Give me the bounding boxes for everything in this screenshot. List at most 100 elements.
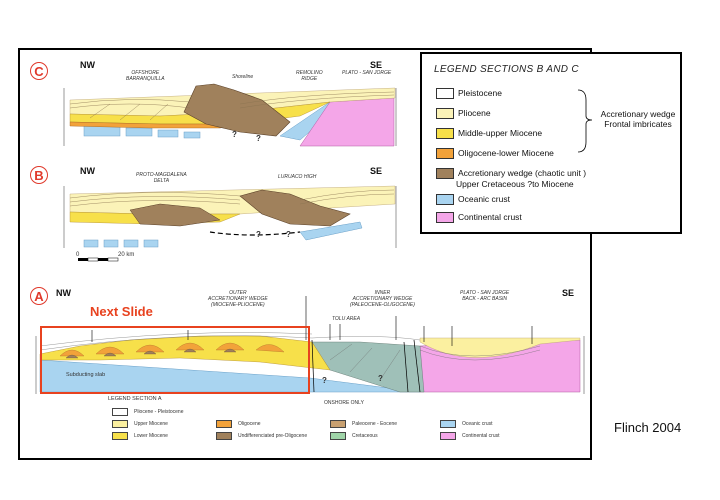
legend-swatch [112,432,128,440]
section-c-label-plato: PLATO - SAN JORGE [342,70,392,76]
legend-swatch [330,420,346,428]
section-c-question-2: ? [256,134,261,143]
section-b-horizons [69,189,395,207]
legend-label: Undifferenciated pre-Oligocene [238,433,308,439]
section-a-drawing [35,296,585,394]
section-c-label-shoreline: Shoreline [232,74,254,80]
legend-brace-label: Accretionary wedge Frontal imbricates [600,109,676,129]
section-a-label-plato: PLATO - SAN JORGE BACK - ARC BASIN [460,290,510,302]
section-a-label-inner-wedge: INNER ACCRETIONARY WEDGE (PALEOCENE-OLIG… [350,290,415,308]
legend-label: Pliocene [458,108,491,118]
section-b-question-2: ? [286,230,291,239]
legend-label: Lower Miocene [134,433,168,439]
legend-label: Oligocene-lower Miocene [458,148,554,158]
section-a-label-outer-wedge: OUTER ACCRETIONARY WEDGE (MIOCENE-PLIOCE… [208,290,268,308]
section-b-scale-end: 20 km [118,252,135,258]
next-slide-label: Next Slide [90,304,153,319]
section-b-nw-label: NW [80,166,95,176]
section-c-question-1: ? [232,130,237,139]
legend-swatch [436,193,454,205]
legend-bc-item: Accretionary wedge (chaotic unit ) [436,166,586,180]
legend-swatch [436,211,454,223]
section-a-pre-oligocene [65,348,237,359]
legend-swatch [440,432,456,440]
legend-swatch [436,167,454,179]
section-c-label-remolino: REMOLINO RIDGE [296,70,323,82]
legend-a-item: Oceanic crust [440,420,493,428]
section-a-slab-label: Subducting slab [66,372,106,378]
section-b-se-label: SE [370,166,383,176]
legend-label: Paleocene - Eocene [352,421,398,427]
legend-label: Oceanic crust [462,421,493,427]
section-a-faults [311,339,421,393]
section-b-wedge-left [129,203,221,227]
legend-bc-item: Pleistocene [436,86,502,100]
legend-a-title: LEGEND SECTION A [108,396,162,402]
legend-section-a: LEGEND SECTION A ONSHORE ONLY Pliocene -… [100,396,520,452]
legend-label: Oceanic crust [458,194,510,204]
section-b-detachment [209,231,301,236]
legend-a-item: Pliocene - Pleistocene [112,408,183,416]
legend-bc-item: Continental crust [436,210,522,224]
legend-swatch [330,432,346,440]
section-a-label-tolu: TOLU AREA [332,316,361,322]
legend-label: Continental crust [458,212,522,222]
legend-a-onshore: ONSHORE ONLY [324,400,364,406]
section-c-oligocene [69,121,241,129]
legend-a-item: Oligocene [216,420,261,428]
legend-swatch [112,420,128,428]
legend-swatch [436,147,454,159]
section-b-drawing [63,185,397,262]
legend-swatch [112,408,128,416]
legend-swatch [436,107,454,119]
section-c-marker: C [30,62,48,80]
section-a-question-2: ? [378,374,383,383]
legend-label: Cretaceous [352,433,378,439]
section-c-nw-label: NW [80,60,95,70]
legend-label: Pliocene - Pleistocene [134,409,184,415]
legend-swatch [216,420,232,428]
legend-a-item: Upper Miocene [112,420,168,428]
section-c-depth-axis [63,88,397,146]
section-b-scale-bar [78,257,119,262]
section-b-oceanic-crust [83,221,363,248]
section-b-luruaco-wedge [239,189,351,227]
section-b-label-luruaco: LURUACO HIGH [278,174,317,180]
legend-a-item: Cretaceous [330,432,378,440]
legend-a-item: Continental crust [440,432,500,440]
section-c-horizons [69,91,395,121]
section-a-wells [91,296,533,346]
legend-bc-title: LEGEND SECTIONS B AND C [434,64,579,75]
section-b-marker: B [30,166,48,184]
section-a-se-label: SE [562,288,575,298]
section-a-horizons [39,332,541,381]
citation: Flinch 2004 [614,420,682,435]
legend-a-item: Paleocene - Eocene [330,420,397,428]
legend-label: Upper Miocene [134,421,168,427]
legend-swatch [436,87,454,99]
legend-label-secondary: Upper Cretaceous ?to Miocene [456,179,574,189]
legend-a-item: Undifferenciated pre-Oligocene [216,432,307,440]
section-a-depth-axis [35,336,585,394]
legend-bc-item: Pliocene [436,106,491,120]
legend-a-item: Lower Miocene [112,432,168,440]
legend-swatch [436,127,454,139]
section-b-scale-start: 0 [76,252,80,258]
legend-label: Continental crust [462,433,500,439]
section-b-label-delta: PROTO-MAGDALENA DELTA [136,172,187,184]
section-b-depth-axis [63,186,397,248]
legend-bc-item: Middle-upper Miocene [436,126,542,140]
legend-bc-item: Oligocene-lower Miocene [436,146,554,160]
legend-sections-b-c: LEGEND SECTIONS B AND C Pleistocene Plio… [420,52,682,234]
legend-label: Pleistocene [458,88,502,98]
section-c-label-offshore: OFFSHORE BARRANQUILLA [126,70,165,82]
section-b-pliocene [69,185,396,215]
section-c-accretionary-wedge [183,83,291,137]
section-a-question-1: ? [322,376,327,385]
section-a-folds [59,342,285,357]
legend-bc-item: Oceanic crust [436,192,510,206]
section-a-outer-wedge [39,335,331,371]
legend-label: Middle-upper Miocene [458,128,543,138]
section-b-question-1: ? [256,230,261,239]
